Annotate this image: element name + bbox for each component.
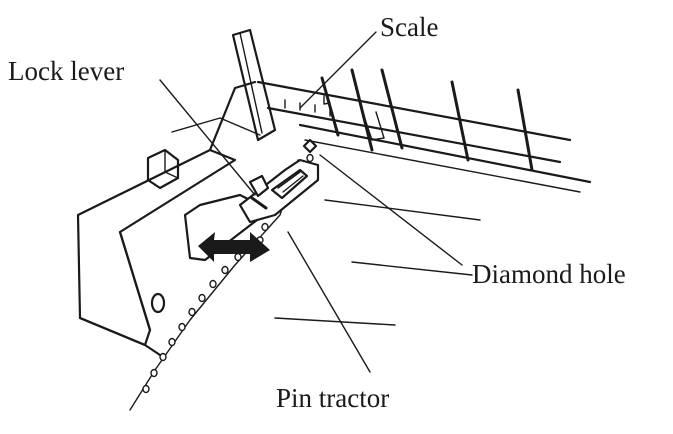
scale-ticks xyxy=(284,99,331,117)
label-scale: Scale xyxy=(380,12,438,42)
lock-lever-leader xyxy=(159,79,256,196)
diamond-hole-leader xyxy=(319,154,463,266)
sprocket-hole xyxy=(178,322,186,332)
movement-arrow xyxy=(198,232,270,262)
paper-line-3 xyxy=(274,317,396,326)
sprocket-hole xyxy=(209,279,217,289)
housing-inner-edge xyxy=(171,117,261,136)
sprocket-hole xyxy=(198,293,206,303)
upright-plate xyxy=(231,28,277,142)
tractor-cover-slot xyxy=(270,168,309,200)
pin-tractor-leader xyxy=(287,231,371,373)
scale-leader xyxy=(299,31,377,109)
paper-fold-line xyxy=(304,139,581,193)
paper-guide xyxy=(231,28,277,142)
double-arrow xyxy=(198,232,270,262)
label-pin-tractor: Pin tractor xyxy=(276,383,389,413)
printer-body xyxy=(76,80,272,357)
sprocket-hole xyxy=(306,153,314,163)
diamond-hole xyxy=(302,138,318,154)
sprocket-hole xyxy=(142,384,150,394)
separator-clip xyxy=(361,109,385,141)
separator-rod-4 xyxy=(450,80,470,162)
sprocket-hole xyxy=(221,265,229,275)
separator-rod-3 xyxy=(380,68,404,150)
label-diamond-hole: Diamond hole xyxy=(472,259,626,289)
paper-line-2 xyxy=(351,261,473,276)
tractor-cover-lines xyxy=(277,171,304,193)
separator-rod-1 xyxy=(320,76,340,137)
sprocket-hole xyxy=(188,307,196,317)
paper-line-1 xyxy=(324,199,481,221)
label-lock-lever: Lock lever xyxy=(8,56,124,86)
paper-top-edge xyxy=(298,123,592,184)
sprocket-hole xyxy=(168,337,176,347)
lock-lever-handle xyxy=(250,196,268,210)
leader-lines xyxy=(159,31,463,373)
scale-bar xyxy=(256,68,572,172)
printer-edge xyxy=(118,230,152,332)
housing-top-edge xyxy=(208,80,257,152)
side-knob-edge xyxy=(164,149,179,179)
pin-tractor-assembly xyxy=(238,138,320,244)
sprocket-hole xyxy=(159,352,167,362)
sprocket-hole xyxy=(234,252,242,262)
sprocket-hole xyxy=(261,222,269,232)
scale-top-edge xyxy=(256,80,572,142)
sprocket-hole xyxy=(150,368,158,378)
scale-bottom-edge xyxy=(266,106,562,164)
separator-rod-5 xyxy=(516,88,534,172)
side-screw xyxy=(150,292,166,314)
printer-bottom-edge xyxy=(78,316,162,357)
upright-plate-edge xyxy=(239,32,263,134)
lock-lever xyxy=(248,174,270,198)
